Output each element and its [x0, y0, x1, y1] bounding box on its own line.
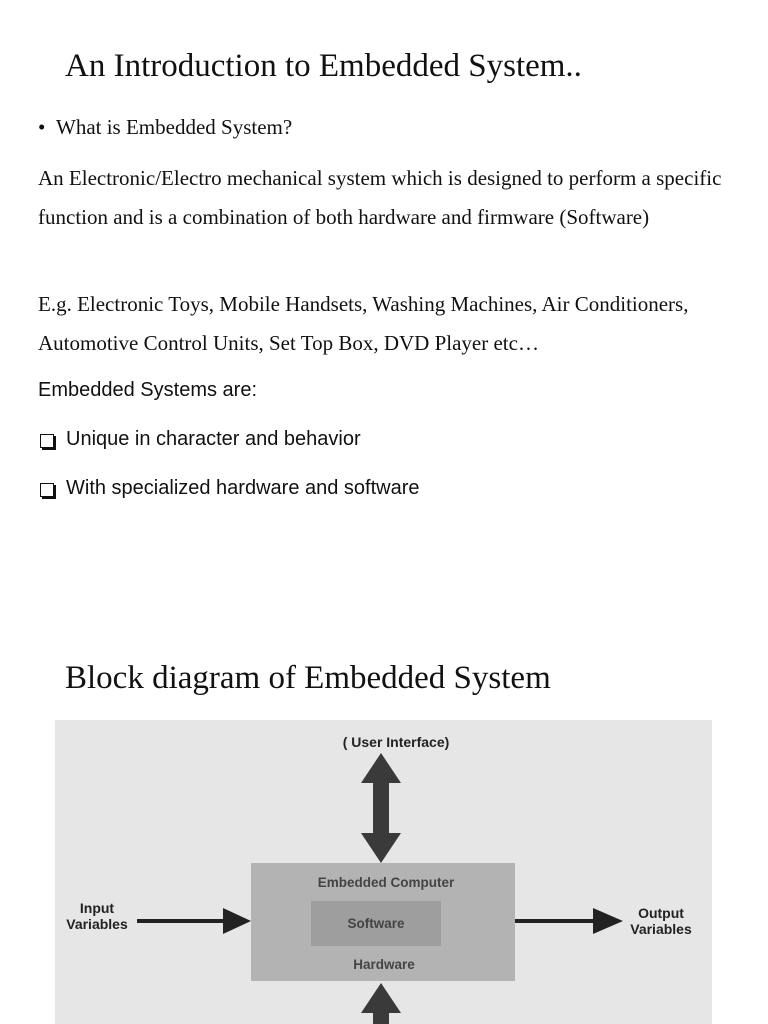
- list-item: With specialized hardware and software: [40, 477, 420, 500]
- output-arrow: [515, 908, 623, 934]
- input-label-line2: Variables: [66, 916, 128, 932]
- user-interface-arrow: [361, 753, 401, 863]
- checkbox-bullet-icon: [40, 433, 54, 448]
- list-item-text: With specialized hardware and software: [66, 477, 420, 499]
- input-arrow: [137, 908, 251, 934]
- examples-paragraph: E.g. Electronic Toys, Mobile Handsets, W…: [38, 292, 689, 355]
- hardware-label: Hardware: [353, 957, 415, 972]
- software-box: [311, 901, 441, 946]
- software-label: Software: [347, 916, 405, 931]
- systems-are-heading: Embedded Systems are:: [38, 379, 257, 401]
- input-label-line1: Input: [80, 900, 115, 916]
- output-label-line2: Variables: [630, 921, 692, 937]
- slide-title: An Introduction to Embedded System..: [65, 48, 582, 84]
- checkbox-bullet-icon: [40, 482, 54, 497]
- list-item-text: Unique in character and behavior: [66, 428, 361, 450]
- embedded-computer-label: Embedded Computer: [318, 875, 455, 890]
- bullet-dot-icon: •: [38, 115, 46, 139]
- user-interface-label: ( User Interface): [343, 734, 450, 750]
- output-label-line1: Output: [638, 905, 684, 921]
- bullet-question: • What is Embedded System?: [38, 115, 292, 140]
- definition-paragraph: An Electronic/Electro mechanical system …: [38, 166, 722, 229]
- list-item: Unique in character and behavior: [40, 428, 361, 451]
- bullet-question-text: What is Embedded System?: [56, 115, 293, 139]
- bottom-arrow: [361, 983, 401, 1024]
- block-diagram-title: Block diagram of Embedded System: [65, 660, 551, 696]
- block-diagram: ( User Interface) Embedded Computer Soft…: [66, 734, 692, 1024]
